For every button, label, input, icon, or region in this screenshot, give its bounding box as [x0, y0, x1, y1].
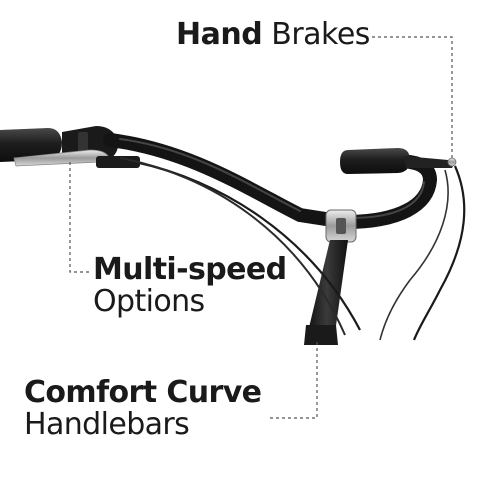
right-grip	[340, 148, 410, 174]
label-comfort-curve-bold: Comfort Curve	[24, 375, 262, 410]
label-hand-brakes-bold: Hand	[176, 17, 263, 52]
handlebar-right-highlight	[349, 181, 425, 219]
leader-comfort-curve	[270, 342, 318, 419]
brake-cable-right-inner	[379, 169, 449, 341]
right-brake-pivot	[447, 157, 457, 167]
leader-hand-brakes	[372, 36, 453, 158]
handlebar-left-sweep	[103, 133, 352, 229]
stem	[306, 240, 348, 340]
label-multi-speed-light: Options	[93, 284, 205, 319]
left-brake-clamp	[96, 156, 140, 168]
handlebar-left-highlight	[119, 138, 301, 212]
label-hand-brakes: Hand Brakes	[176, 20, 370, 50]
label-comfort-curve-light: Handlebars	[24, 407, 190, 442]
shift-cable-left	[119, 157, 346, 336]
brake-cable-right	[412, 165, 466, 341]
headtube	[304, 325, 338, 345]
stem-clamp-bolt	[336, 218, 346, 234]
label-multi-speed: Multi-speed Options	[93, 252, 287, 319]
label-multi-speed-bold: Multi-speed	[93, 252, 287, 287]
leader-multi-speed	[69, 162, 89, 273]
label-comfort-curve: Comfort Curve Handlebars	[24, 375, 262, 442]
label-hand-brakes-light: Brakes	[271, 17, 370, 52]
left-grip	[0, 128, 62, 162]
right-brake-lever	[404, 156, 454, 168]
